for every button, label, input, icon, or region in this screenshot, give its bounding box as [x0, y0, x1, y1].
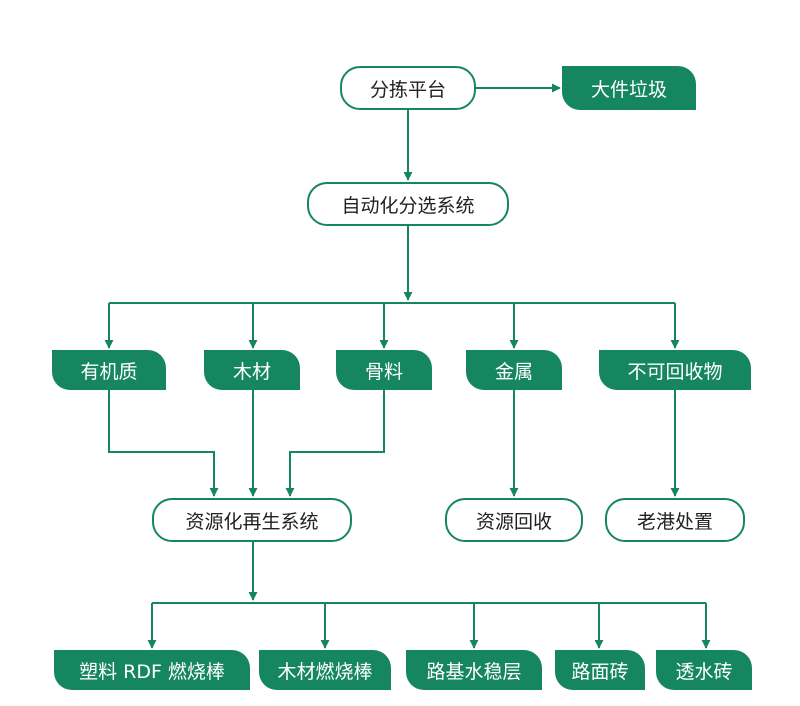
- node-bulky-waste: 大件垃圾: [562, 66, 696, 110]
- node-road-base-layer: 路基水稳层: [406, 650, 542, 690]
- node-resource-regeneration: 资源化再生系统: [152, 498, 352, 542]
- node-metal: 金属: [466, 350, 562, 390]
- node-plastic-rdf-rod: 塑料 RDF 燃烧棒: [54, 650, 250, 690]
- node-resource-recovery: 资源回收: [445, 498, 583, 542]
- node-road-brick: 路面砖: [555, 650, 645, 690]
- node-auto-sorting-system: 自动化分选系统: [307, 182, 509, 226]
- node-aggregate: 骨料: [336, 350, 432, 390]
- arrow-aggregate-to-regen: [285, 390, 385, 497]
- node-permeable-brick: 透水砖: [656, 650, 752, 690]
- node-laogang-disposal: 老港处置: [605, 498, 745, 542]
- arrow-organic-to-regen: [108, 390, 219, 497]
- node-sorting-platform: 分拣平台: [340, 66, 476, 110]
- node-organic: 有机质: [52, 350, 166, 390]
- node-wood-burning-rod: 木材燃烧棒: [259, 650, 391, 690]
- node-non-recyclable: 不可回收物: [599, 350, 751, 390]
- node-wood: 木材: [204, 350, 300, 390]
